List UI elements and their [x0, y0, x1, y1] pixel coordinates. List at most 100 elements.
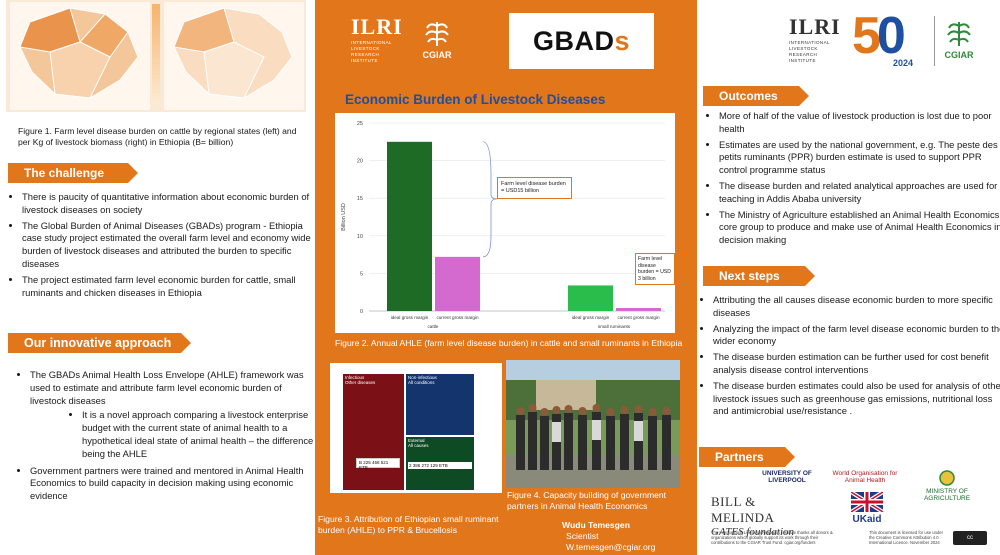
logo-50-year: 2024 [893, 58, 914, 68]
y-tick-label: 0 [360, 309, 363, 315]
gates-logo: BILL & MELINDA GATES foundation [711, 494, 821, 538]
figure2-caption: Figure 2. Annual AHLE (farm level diseas… [335, 338, 683, 348]
author-email[interactable]: W.temesgen@cgiar.org [566, 542, 656, 552]
bar-category-label: current gross margin [617, 315, 660, 320]
treemap-sublabel: All conditions [408, 380, 435, 385]
treemap-label: Non-infectious [408, 375, 437, 380]
cgiar-logo-right: CGIAR [944, 16, 974, 60]
treemap-value-2: 2 386 272 129 ETB [408, 462, 472, 469]
attribution-treemap: Infectious Other diseases Non-infectious… [330, 363, 502, 493]
logo-divider [934, 16, 935, 66]
bar-category-label: ideal gross margin [391, 315, 429, 320]
author-role: Scientist [566, 531, 599, 541]
bar [616, 307, 661, 311]
ilri-logo-right: ILRI INTERNATIONAL LIVESTOCK RESEARCH IN… [789, 14, 841, 64]
treemap-value-1: B 225 458 521 ETB [356, 458, 400, 470]
outcome-item: More of half of the value of livestock p… [719, 110, 1000, 136]
approach-list: The GBADs Animal Health Loss Envelope (A… [16, 369, 320, 506]
next-steps-heading: Next steps [703, 266, 815, 286]
right-column: ILRI INTERNATIONAL LIVESTOCK RESEARCH IN… [697, 0, 1000, 555]
callout-1: Farm level disease burden = USD15 billio… [497, 177, 572, 200]
outcome-item: The disease burden and related analytica… [719, 180, 1000, 206]
approach-heading: Our innovative approach [8, 333, 191, 353]
cgiar-logo: CGIAR [422, 16, 452, 60]
challenge-list: There is paucity of quantitative informa… [8, 191, 314, 302]
group-photo [506, 360, 680, 488]
ministry-label: MINISTRY OF AGRICULTURE [923, 488, 971, 502]
map-legend-left [152, 4, 160, 104]
y-axis-label: Billion USD [341, 203, 347, 231]
ethiopia-map-left [19, 7, 139, 99]
y-tick-label: 25 [357, 121, 363, 127]
ukaid-label: UKaid [852, 514, 882, 525]
author-name: Wudu Temesgen [562, 520, 630, 530]
chart-title: Economic Burden of Livestock Diseases [345, 92, 606, 107]
figure4-caption: Figure 4. Capacity building of governmen… [507, 490, 667, 511]
next-step-item: The disease burden estimates could also … [713, 380, 1000, 418]
challenge-item: The project estimated farm level economi… [22, 274, 314, 300]
middle-column: ILRI INTERNATIONAL LIVESTOCK RESEARCH IN… [315, 0, 697, 555]
ilri-wordmark: ILRI [789, 14, 841, 39]
ilri-logo: ILRI INTERNATIONAL LIVESTOCK RESEARCH IN… [351, 14, 403, 64]
approach-subitem: It is a novel approach comparing a lives… [82, 409, 320, 460]
next-step-item: Analyzing the impact of the farm level d… [713, 323, 1000, 349]
treemap-tile-noninfectious: Non-infectious All conditions [405, 373, 475, 436]
left-column: Figure 1. Farm level disease burden on c… [0, 0, 315, 555]
bar [435, 256, 480, 311]
ilri-subtitle: INTERNATIONAL LIVESTOCK RESEARCH INSTITU… [351, 40, 392, 63]
y-tick-label: 20 [357, 159, 363, 165]
treemap-label: Infectious [345, 375, 365, 380]
ethiopia-maps-figure [6, 0, 306, 112]
group-photo-image [506, 360, 680, 488]
uk-flag-icon [849, 490, 885, 514]
liverpool-logo: UNIVERSITY OF LIVERPOOL [762, 470, 812, 484]
approach-item-text: The GBADs Animal Health Loss Envelope (A… [30, 369, 304, 406]
y-tick-label: 10 [357, 234, 363, 240]
y-tick-label: 15 [357, 196, 363, 202]
group-label: small ruminants [598, 324, 631, 329]
gbads-wordmark-s: s [614, 25, 631, 56]
challenge-item: There is paucity of quantitative informa… [22, 191, 314, 217]
figure1-caption: Figure 1. Farm level disease burden on c… [18, 126, 297, 147]
logo-50-five: 5 [852, 7, 881, 65]
gates-line1: BILL & MELINDA [711, 494, 775, 525]
woah-logo: World Organisation for Animal Health [832, 470, 898, 484]
logo-50-zero: 0 [876, 7, 906, 65]
outcomes-list: More of half of the value of livestock p… [705, 110, 1000, 250]
group-label: cattle [428, 324, 439, 329]
gates-line2: GATES foundation [711, 526, 795, 538]
treemap-tile-external: External All causes 2 386 272 129 ETB [405, 436, 475, 491]
bar [387, 141, 432, 311]
author-block: Wudu Temesgen Scientist W.temesgen@cgiar… [562, 520, 655, 553]
ministry-logo: MINISTRY OF AGRICULTURE [919, 470, 975, 502]
outcome-item: Estimates are used by the national gover… [719, 139, 1000, 177]
treemap-tile-infectious: Infectious Other diseases [342, 373, 405, 491]
bar [568, 285, 613, 311]
bar-category-label: ideal gross margin [572, 315, 610, 320]
fifty-years-logo: 50 [852, 6, 906, 66]
ilri-wordmark: ILRI [351, 14, 403, 39]
y-tick-label: 5 [360, 271, 363, 277]
treemap-label: External [408, 438, 425, 443]
cgiar-wordmark: CGIAR [944, 50, 974, 60]
approach-item: The GBADs Animal Health Loss Envelope (A… [30, 369, 320, 461]
map-burden-per-kg [164, 2, 304, 110]
challenge-heading: The challenge [8, 163, 138, 183]
treemap-sublabel: All causes [408, 443, 429, 448]
wheat-icon [947, 22, 971, 46]
next-step-item: Attributing the all causes disease econo… [713, 294, 1000, 320]
treemap-sublabel: Other diseases [345, 380, 376, 385]
next-steps-list: Attributing the all causes disease econo… [699, 294, 1000, 421]
approach-sublist: It is a novel approach comparing a lives… [30, 409, 320, 460]
cc-license-icon: cc [953, 531, 987, 545]
bar-category-label: current gross margin [436, 315, 479, 320]
ukaid-logo: UKaid [849, 490, 885, 525]
wheat-icon [425, 22, 449, 46]
cgiar-wordmark: CGIAR [422, 50, 452, 60]
ethiopia-map-right [173, 7, 293, 99]
next-step-item: The disease burden estimation can be fur… [713, 351, 1000, 377]
challenge-item: The Global Burden of Animal Diseases (GB… [22, 220, 314, 271]
footer-funders-note: The International Livestock Research Ins… [711, 530, 833, 546]
